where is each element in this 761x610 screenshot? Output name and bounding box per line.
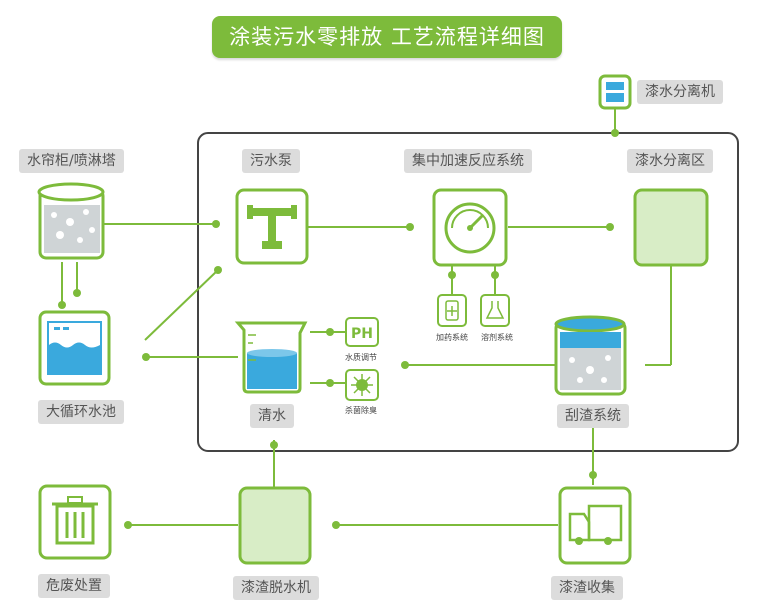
process-frame (197, 132, 739, 452)
flask-icon (480, 294, 510, 327)
gauge-icon (432, 188, 508, 267)
label-circ-pool: 大循环水池 (38, 400, 124, 424)
label-separation-zone: 漆水分离区 (627, 149, 713, 173)
barrel-icon (37, 182, 105, 260)
truck-icon (558, 486, 632, 565)
connector-dots (58, 129, 619, 529)
label-reactor: 集中加速反应系统 (404, 149, 532, 173)
label-sterilize: 杀菌除臭 (345, 406, 377, 415)
label-separator-machine: 漆水分离机 (637, 80, 723, 104)
label-spray-booth: 水帘柜/喷淋塔 (19, 149, 124, 173)
separation-box-icon (633, 188, 709, 267)
beaker-icon (234, 321, 308, 394)
label-clear-water: 清水 (250, 404, 294, 428)
label-dosing: 加药系统 (436, 333, 468, 342)
label-hazard: 危废处置 (38, 574, 110, 598)
label-water-quality: 水质调节 (345, 353, 377, 362)
scraper-barrel-icon (554, 315, 627, 396)
page-title: 涂装污水零排放 工艺流程详细图 (212, 16, 562, 58)
label-scraper: 刮渣系统 (557, 404, 629, 428)
ph-text: PH (351, 326, 373, 342)
label-dewatering: 漆渣脱水机 (233, 576, 319, 600)
trash-icon (38, 484, 112, 560)
label-solvent: 溶剂系统 (481, 333, 513, 342)
bottle-icon (437, 294, 467, 327)
label-collection: 漆渣收集 (551, 576, 623, 600)
dewater-box-icon (238, 486, 312, 565)
bacteria-icon (345, 369, 379, 401)
ph-icon (345, 317, 379, 347)
connector-lines (61, 106, 672, 526)
label-sewage-pump: 污水泵 (242, 149, 300, 173)
pump-icon (235, 188, 309, 265)
separator-icon (598, 74, 632, 110)
pool-icon (38, 310, 111, 386)
